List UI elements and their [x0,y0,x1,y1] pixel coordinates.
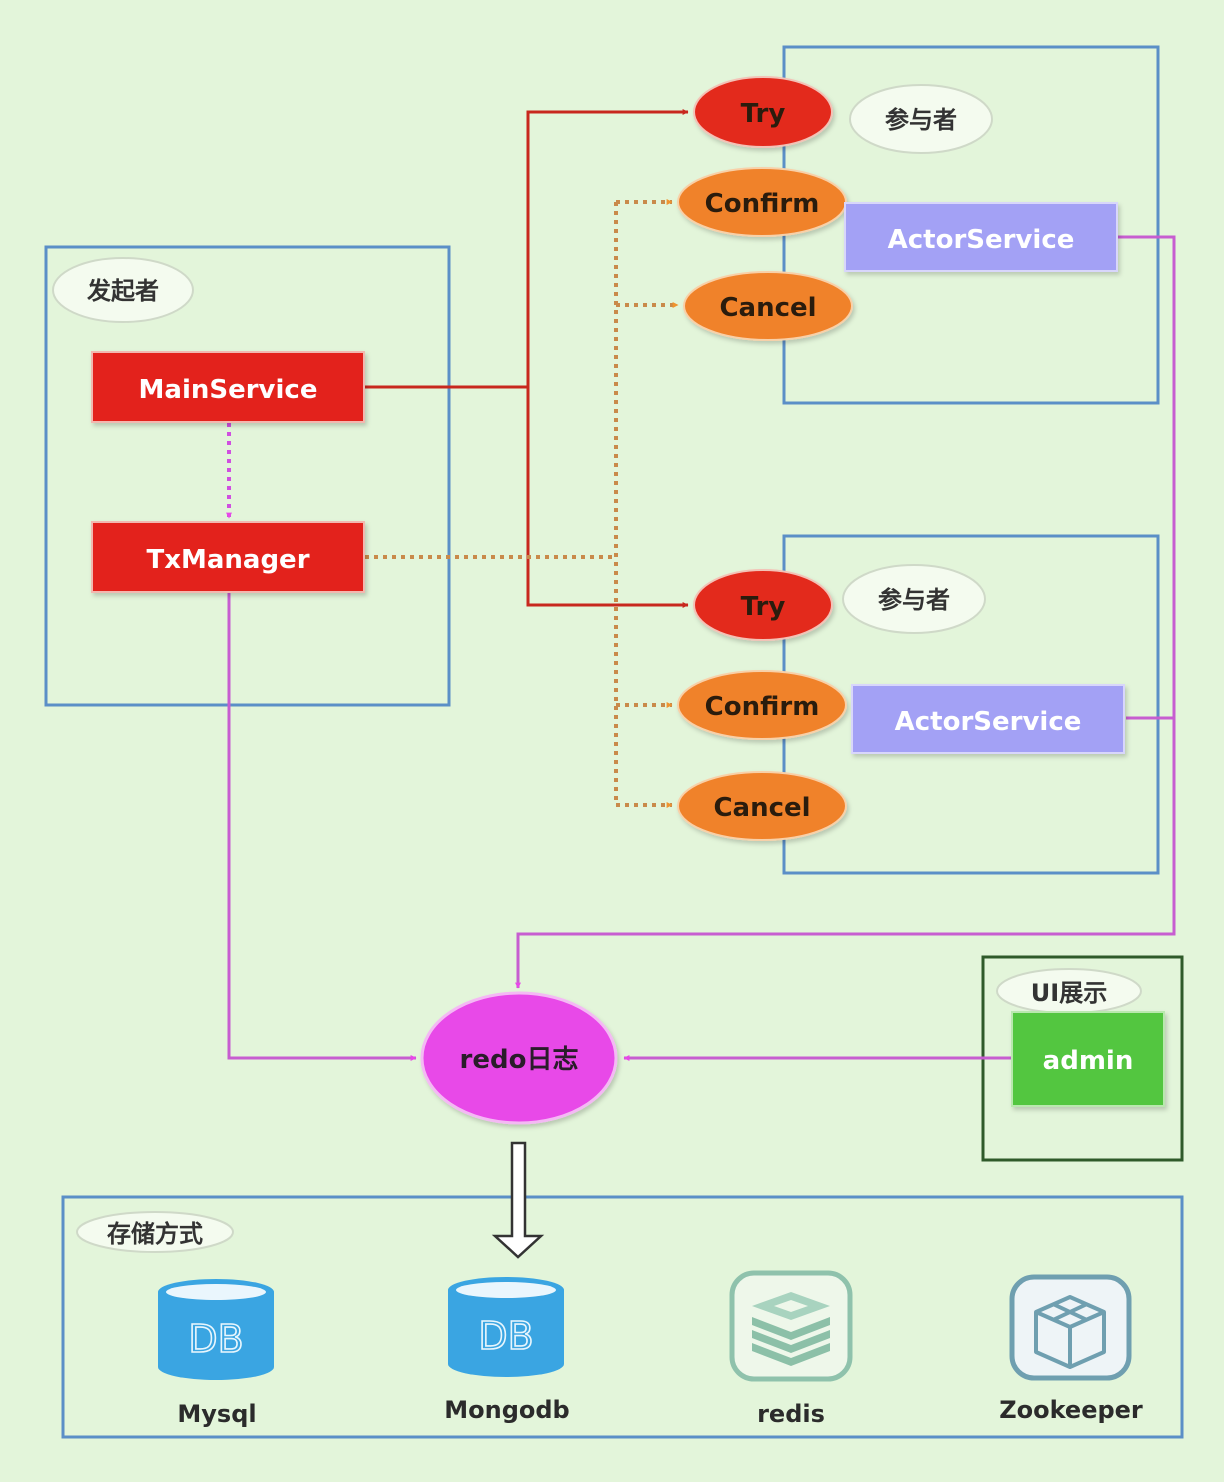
participant-group-label-2: 参与者 [842,564,986,634]
mysql-database-icon: DB [158,1279,274,1380]
cancel-node-2: Cancel [677,771,847,841]
redo-log-node: redo日志 [420,991,618,1125]
storage-label-mongodb: Mongodb [444,1396,569,1424]
svg-text:ActorService: ActorService [895,707,1082,737]
storage-label-redis: redis [757,1400,825,1428]
storage-label-mysql: Mysql [177,1400,256,1428]
svg-text:Cancel: Cancel [719,293,816,323]
ui-group-label: UI展示 [996,968,1142,1014]
svg-text:Confirm: Confirm [705,189,820,219]
initiator-group-box [44,245,451,707]
svg-text:redo日志: redo日志 [460,1045,579,1075]
storage-group-box [61,1195,1184,1439]
confirm-node-1: Confirm [677,167,847,237]
confirm-node-2: Confirm [677,670,847,740]
svg-text:参与者: 参与者 [878,586,950,614]
actor-service-box-2: ActorService [851,684,1125,754]
txmanager-to-redo-connector [227,593,417,1061]
storage-label-zookeeper: Zookeeper [999,1396,1143,1424]
zookeeper-icon [1009,1274,1132,1381]
storage-group-label: 存储方式 [76,1211,234,1253]
main-to-try-connectors [365,109,689,608]
svg-text:TxManager: TxManager [146,545,309,575]
svg-text:存储方式: 存储方式 [107,1220,203,1248]
redo-to-storage-arrow [491,1141,545,1259]
svg-text:发起者: 发起者 [86,277,159,305]
cancel-node-1: Cancel [683,271,853,341]
admin-box: admin [1011,1011,1165,1107]
main-service-box: MainService [91,351,365,423]
mongodb-database-icon: DB [448,1277,564,1377]
svg-text:参与者: 参与者 [885,106,957,134]
try-node-1: Try [693,76,833,148]
tx-manager-box: TxManager [91,521,365,593]
svg-text:Try: Try [741,99,786,129]
svg-text:DB: DB [478,1314,533,1358]
svg-text:ActorService: ActorService [888,225,1075,255]
svg-text:admin: admin [1043,1046,1134,1076]
initiator-group-label: 发起者 [52,257,194,323]
txmanager-to-phase-connectors [365,199,679,808]
svg-text:DB: DB [188,1317,243,1361]
svg-text:MainService: MainService [139,375,318,405]
svg-text:Try: Try [741,592,786,622]
actor-to-redo-connectors [515,235,1176,989]
participant-group-label-1: 参与者 [849,84,993,154]
actor-service-box-1: ActorService [844,202,1118,272]
svg-text:Cancel: Cancel [713,793,810,823]
svg-text:Confirm: Confirm [705,692,820,722]
svg-text:UI展示: UI展示 [1031,979,1107,1007]
redis-icon [729,1270,853,1382]
try-node-2: Try [693,569,833,641]
